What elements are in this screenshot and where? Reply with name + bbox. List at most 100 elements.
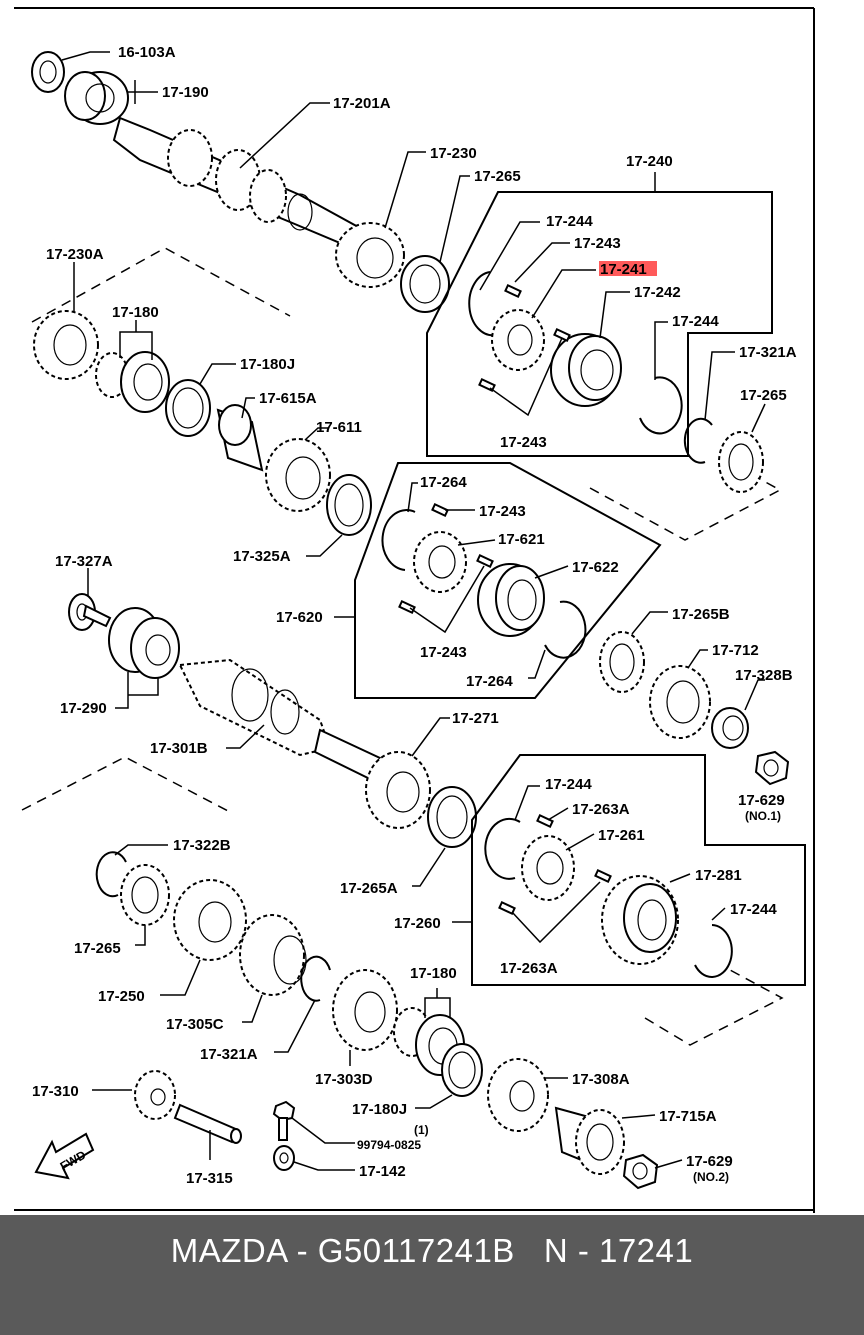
part-17-265-top[interactable]: [400, 255, 450, 313]
part-17-261[interactable]: [521, 835, 575, 901]
label-17-142: 17-142: [359, 1163, 406, 1180]
part-17-180j-bot[interactable]: [441, 1043, 483, 1097]
part-17-315[interactable]: [173, 1103, 242, 1144]
label-17-244-b: 17-244: [672, 313, 719, 330]
label-17-308a: 17-308A: [572, 1071, 630, 1088]
part-17-265-bot[interactable]: [120, 864, 170, 926]
part-17-622[interactable]: [477, 563, 545, 637]
label-99794-0825: 99794-0825: [357, 1138, 421, 1152]
label-17-301b: 17-301B: [150, 740, 208, 757]
part-17-290[interactable]: [108, 607, 180, 679]
label-17-242: 17-242: [634, 284, 681, 301]
part-17-629-no2[interactable]: [622, 1153, 659, 1190]
label-17-303d: 17-303D: [315, 1071, 373, 1088]
part-17-244-d[interactable]: [694, 924, 733, 978]
label-17-328b: 17-328B: [735, 667, 793, 684]
part-17-303d[interactable]: [332, 969, 398, 1051]
label-17-263a-a: 17-263A: [572, 801, 630, 818]
part-17-180-top[interactable]: [95, 351, 170, 413]
part-17-243-a[interactable]: [504, 283, 522, 299]
label-17-265a: 17-265A: [340, 880, 398, 897]
label-17-265-top: 17-265: [474, 168, 521, 185]
part-17-230[interactable]: [335, 222, 405, 288]
label-17-244-a: 17-244: [546, 213, 593, 230]
part-17-263a-b2[interactable]: [594, 868, 612, 884]
label-17-264-b: 17-264: [466, 673, 513, 690]
part-17-263a-b1[interactable]: [498, 900, 516, 916]
part-17-241-hub[interactable]: [491, 309, 545, 371]
part-17-201a-shaft[interactable]: [112, 116, 362, 250]
label-17-244-d: 17-244: [730, 901, 777, 918]
part-17-712[interactable]: [649, 665, 711, 739]
part-17-243-d1[interactable]: [398, 599, 416, 615]
label-17-305c: 17-305C: [166, 1016, 224, 1033]
part-17-190[interactable]: [64, 71, 129, 125]
part-17-629-no1[interactable]: [754, 750, 790, 786]
label-17-180j-top: 17-180J: [240, 356, 295, 373]
part-17-243-b2[interactable]: [553, 327, 571, 343]
label-17-230: 17-230: [430, 145, 477, 162]
label-17-260: 17-260: [394, 915, 441, 932]
label-17-290: 17-290: [60, 700, 107, 717]
part-17-310[interactable]: [134, 1070, 176, 1120]
part-17-327a[interactable]: [68, 593, 112, 631]
label-17-261: 17-261: [598, 827, 645, 844]
part-17-271[interactable]: [365, 751, 431, 829]
part-17-265-right[interactable]: [718, 431, 764, 493]
label-17-281: 17-281: [695, 867, 742, 884]
part-17-244-a[interactable]: [468, 271, 496, 337]
label-17-315: 17-315: [186, 1170, 233, 1187]
part-17-243-c[interactable]: [431, 502, 449, 518]
label-17-629-no1: 17-629: [738, 792, 785, 809]
part-17-281[interactable]: [601, 875, 679, 965]
part-17-142[interactable]: [273, 1145, 295, 1171]
part-17-180j-top[interactable]: [165, 379, 211, 437]
part-17-244-c[interactable]: [484, 817, 521, 880]
part-17-321a-top[interactable]: [683, 417, 713, 464]
part-17-243-d2[interactable]: [476, 553, 494, 569]
group-17-620: [354, 462, 662, 699]
part-17-250[interactable]: [173, 879, 247, 961]
part-17-322b[interactable]: [95, 851, 127, 898]
label-qty-1: (1): [414, 1123, 429, 1137]
part-16-103a[interactable]: [31, 51, 65, 93]
fwd-arrow-icon: FWD: [34, 1132, 95, 1180]
label-17-620: 17-620: [276, 609, 323, 626]
part-17-321a-bot[interactable]: [300, 955, 331, 1002]
part-17-328b[interactable]: [711, 707, 749, 749]
label-17-621: 17-621: [498, 531, 545, 548]
label-17-190: 17-190: [162, 84, 209, 101]
part-17-230a[interactable]: [33, 310, 99, 380]
exploded-parts-diagram: 16-103A 17-190 17-201A 17-230 17-265 17-…: [14, 7, 815, 1213]
label-17-327a: 17-327A: [55, 553, 113, 570]
label-17-241: 17-241: [600, 261, 647, 278]
part-99794-0825-bolt[interactable]: [272, 1100, 296, 1141]
label-17-321a-top: 17-321A: [739, 344, 797, 361]
part-17-621[interactable]: [413, 531, 467, 593]
label-17-243-c: 17-243: [479, 503, 526, 520]
part-17-263a-a[interactable]: [536, 813, 554, 829]
part-17-305c[interactable]: [239, 914, 307, 996]
label-17-715a: 17-715A: [659, 1108, 717, 1125]
group-17-240: [426, 191, 773, 457]
part-17-242[interactable]: [550, 333, 622, 407]
label-17-321a-bot: 17-321A: [200, 1046, 258, 1063]
label-17-230a: 17-230A: [46, 246, 104, 263]
part-17-325a[interactable]: [326, 474, 372, 536]
part-17-301b-shaft[interactable]: [178, 658, 382, 782]
part-17-264-a[interactable]: [381, 509, 416, 571]
label-17-310: 17-310: [32, 1083, 79, 1100]
part-17-715a[interactable]: [554, 1106, 625, 1175]
label-17-263a-b: 17-263A: [500, 960, 558, 977]
label-17-180j-bot: 17-180J: [352, 1101, 407, 1118]
part-17-308a[interactable]: [487, 1058, 549, 1132]
part-17-244-b[interactable]: [639, 376, 683, 435]
part-17-265a[interactable]: [427, 786, 477, 848]
label-17-201a: 17-201A: [333, 95, 391, 112]
label-no1: (NO.1): [745, 809, 781, 823]
part-17-264-b[interactable]: [544, 600, 587, 659]
part-17-611[interactable]: [265, 438, 331, 512]
part-17-615a[interactable]: [216, 404, 264, 472]
footer-bar: MAZDA - G50117241B N - 17241: [0, 1215, 864, 1335]
part-17-265b[interactable]: [599, 631, 645, 693]
